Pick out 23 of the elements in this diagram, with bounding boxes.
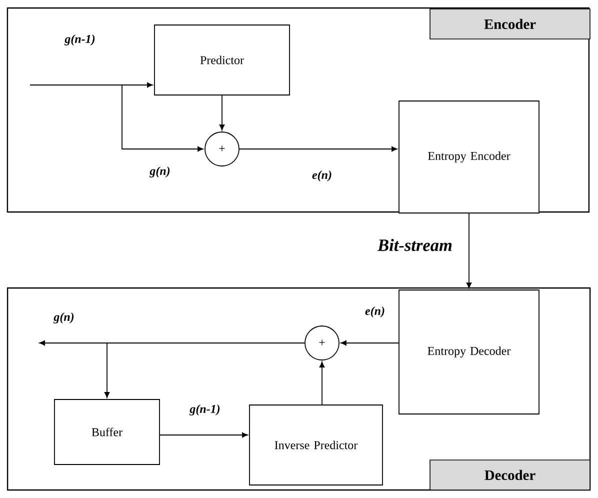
- process-box: Entropy Encoder: [398, 100, 540, 214]
- process-box: Entropy Decoder: [398, 290, 540, 414]
- process-box: Predictor: [154, 24, 290, 96]
- panel-tab: Decoder: [430, 460, 590, 490]
- arrow: [122, 84, 204, 152]
- edge-label: e(n): [364, 306, 386, 318]
- arrow: [30, 82, 153, 88]
- edge-label: g(n): [52, 312, 76, 324]
- arrow: [104, 342, 305, 398]
- edge-label: e(n): [311, 170, 333, 182]
- process-box: Buffer: [54, 399, 160, 465]
- process-box: Inverse Predictor: [249, 404, 383, 486]
- arrow: [239, 146, 398, 152]
- arrow: [340, 340, 399, 346]
- edge-label: Bit-stream: [377, 238, 452, 252]
- arrow: [466, 213, 472, 288]
- arrow: [319, 362, 325, 405]
- edge-label: g(n): [148, 166, 172, 178]
- arrow: [160, 432, 248, 438]
- edge-label: g(n-1): [188, 404, 222, 416]
- arrow: [219, 95, 225, 130]
- panel-tab: Encoder: [430, 8, 590, 40]
- edge-label: g(n-1): [64, 34, 96, 46]
